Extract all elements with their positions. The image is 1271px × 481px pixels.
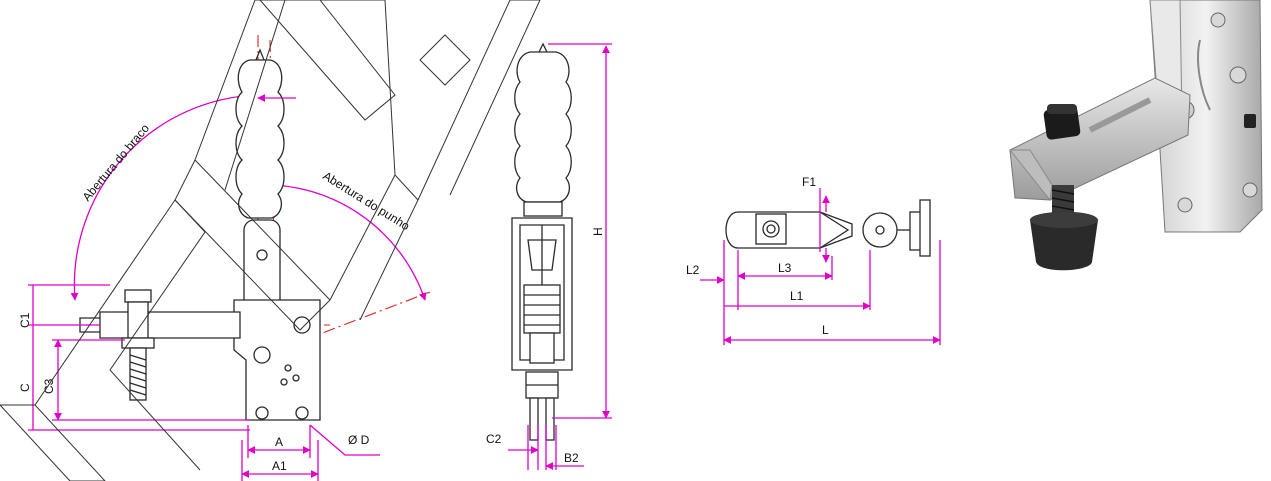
top-view (700, 188, 941, 345)
top-pivot (862, 212, 898, 248)
label-l3: L3 (778, 261, 792, 275)
base-plate (233, 299, 321, 421)
label-a1: A1 (272, 459, 287, 473)
front-handle-grip (514, 51, 572, 203)
clamp-3d-render (1008, 0, 1263, 271)
label-c2: C2 (486, 432, 502, 446)
label-od: Ø D (348, 433, 370, 447)
watermark-overlay (0, 0, 541, 481)
label-b2: B2 (564, 451, 579, 465)
label-c: C (18, 383, 32, 392)
label-l: L (822, 323, 829, 337)
side-view (28, 35, 431, 481)
handle-grip (235, 59, 285, 219)
handle-opening-arc (254, 184, 427, 301)
label-h: H (591, 227, 605, 236)
arm-opening-arc (70, 91, 259, 301)
label-l2: L2 (686, 263, 700, 277)
label-f1: F1 (802, 175, 816, 189)
label-l1: L1 (790, 289, 804, 303)
label-arm-opening: Abertura do braco (80, 121, 153, 204)
top-arm (725, 211, 853, 249)
label-c1: C1 (18, 312, 32, 328)
clamp-arm (99, 311, 241, 339)
front-view (508, 42, 612, 470)
label-a: A (275, 435, 283, 449)
spindle-nut-top (124, 289, 152, 303)
